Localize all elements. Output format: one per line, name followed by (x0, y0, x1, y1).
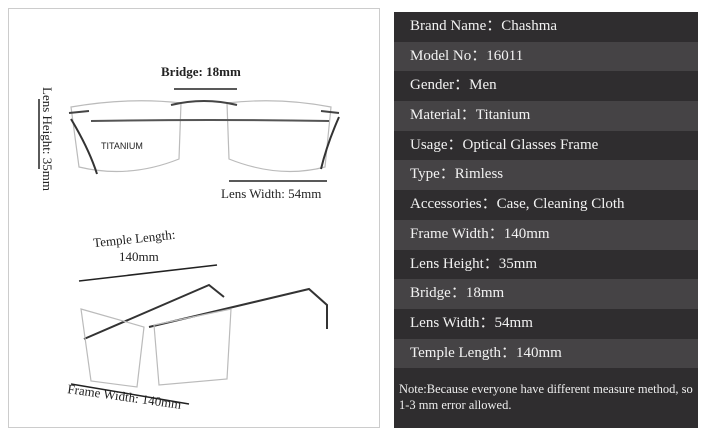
spec-row: Lens Height：35mm (394, 249, 698, 280)
spec-row: Gender：Men (394, 71, 698, 102)
lens-height-label: Lens Height: 35mm (40, 87, 55, 191)
spec-row: Accessories：Case, Cleaning Cloth (394, 190, 698, 220)
temple-length-value: 140mm (119, 249, 159, 264)
measurement-note: Note:Because everyone have different mea… (399, 382, 693, 413)
spec-row: Usage：Optical Glasses Frame (394, 130, 698, 161)
spec-row: Material：Titanium (394, 101, 698, 131)
spec-table: Brand Name：Chashma Model No：16011 Gender… (394, 12, 698, 428)
glasses-drawing (38, 88, 340, 405)
engraving: TITANIUM (101, 141, 143, 151)
spec-row: Frame Width：140mm (394, 219, 698, 250)
spec-row: Type：Rimless (394, 160, 698, 191)
spec-row: Lens Width：54mm (394, 308, 698, 339)
lens-width-label: Lens Width: 54mm (221, 186, 322, 201)
spec-row: Temple Length：140mm (394, 338, 698, 369)
spec-row: Bridge：18mm (394, 279, 698, 309)
product-diagram: Bridge: 18mm Lens Height: 35mm Lens Widt… (8, 8, 380, 428)
bridge-label: Bridge: 18mm (161, 64, 241, 79)
spec-row: Brand Name：Chashma (394, 12, 698, 42)
spec-row: Model No：16011 (394, 41, 698, 72)
